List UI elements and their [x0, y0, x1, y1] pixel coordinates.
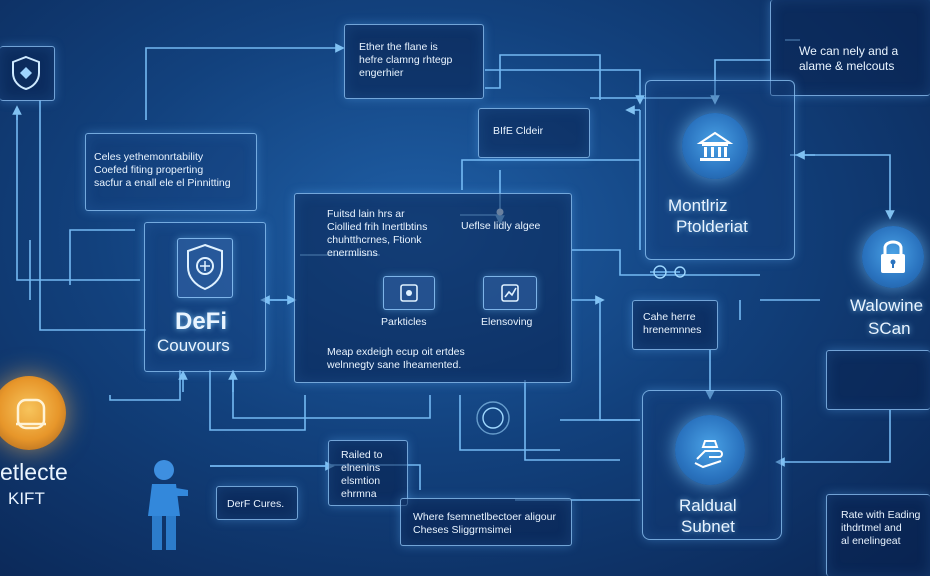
top-center-box: Ether the flane is hefre clamng rhtegp e… [344, 24, 484, 99]
bottom-center-text-box: Where fsemnetlbectoer aligour Cheses Sli… [400, 498, 572, 546]
center-panel-top-left-text: Fuitsd lain hrs ar Ciollied frih Inertlb… [327, 208, 428, 260]
coin-node[interactable] [0, 376, 66, 450]
defi-subtitle: Couvours [157, 336, 230, 355]
right-mid-box [826, 350, 930, 410]
bank-icon [696, 131, 734, 161]
lock-icon [881, 240, 905, 273]
monitoring-node-box: Montlriz Ptolderiat [645, 80, 795, 260]
residual-title-line1: Raldual [679, 496, 737, 515]
defi-node-box[interactable]: DeFi Couvours [144, 222, 266, 372]
defi-shield-tile [177, 238, 233, 298]
person-icon [148, 460, 188, 550]
defi-title: DeFi [175, 308, 228, 335]
particles-tile[interactable] [383, 276, 435, 310]
wallet-title-line1: Walowine [850, 296, 924, 315]
cahe-box: Cahe herre hrenemnnes [632, 300, 718, 350]
center-panel: Fuitsd lain hrs ar Ciollied frih Inertlb… [294, 193, 572, 383]
center-panel-top-right-text: Ueflse lidly algee [461, 220, 541, 232]
monitoring-title-line1: Montlriz [668, 196, 728, 215]
chip-icon [400, 284, 418, 302]
detect-title-line2: KIFT [8, 489, 45, 508]
bottom-right-box: Rate with Eading ithdrtmel and al enelin… [826, 494, 930, 576]
elensoving-tile[interactable] [483, 276, 537, 310]
residual-node-circle [675, 415, 745, 485]
top-right-text: We can nely and a alame & melcouts [799, 44, 899, 73]
shield-logo-icon [12, 55, 40, 91]
particles-label: Parkticles [381, 316, 427, 328]
wallet-title-line2: SCan [868, 319, 911, 338]
chart-icon [501, 284, 519, 302]
left-mid-box: Celes yethemonrtability Coefed fiting pr… [85, 133, 257, 211]
bottom-right-text: Rate with Eading ithdrtmel and al enelin… [841, 509, 921, 548]
top-logo-box [0, 46, 55, 101]
wallet-scan-circle[interactable] [862, 226, 924, 288]
bfe-box: BIfE Cldeir [478, 108, 590, 158]
bottom-center-text: Where fsemnetlbectoer aligour Cheses Sli… [413, 511, 556, 537]
monitoring-node-circle [682, 113, 748, 179]
center-panel-bottom-text: Meap exdeigh ecup oit ertdes welnnegty s… [327, 346, 465, 372]
top-right-box: We can nely and a alame & melcouts [770, 0, 930, 96]
left-mid-text: Celes yethemonrtability Coefed fiting pr… [94, 151, 231, 190]
bottom-left-text: DerF Cures. [227, 498, 285, 510]
bottom-center-box: Railed to elnenins elsmtion ehrmna [328, 440, 408, 506]
elensoving-label: Elensoving [481, 316, 533, 328]
residual-node-box[interactable]: Raldual Subnet [642, 390, 782, 540]
bfe-label: BIfE Cldeir [493, 125, 544, 137]
bottom-left-box: DerF Cures. [216, 486, 298, 520]
residual-title-line2: Subnet [681, 517, 735, 536]
bottom-center-box-text: Railed to elnenins elsmtion ehrmna [341, 449, 383, 501]
monitoring-title-line2: Ptolderiat [676, 217, 748, 236]
top-center-text: Ether the flane is hefre clamng rhtegp e… [359, 41, 453, 80]
cahe-label: Cahe herre hrenemnnes [643, 311, 702, 337]
shield-icon [187, 243, 223, 291]
hand-icon [694, 440, 723, 469]
detect-title-line1: etlecte [0, 459, 68, 485]
coin-icon [16, 398, 46, 430]
